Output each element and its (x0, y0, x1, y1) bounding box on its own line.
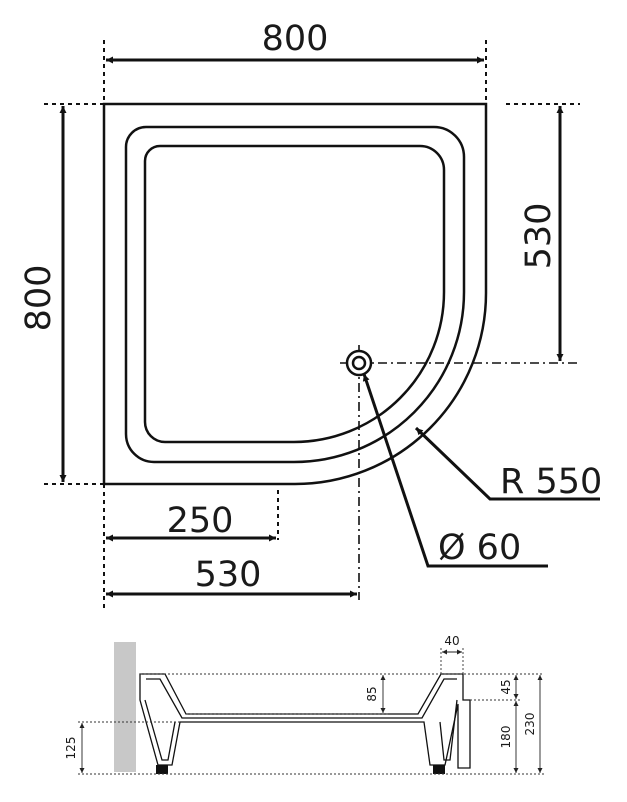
side-view: 40 85 45 180 230 125 (64, 634, 544, 775)
tray-section-inner (146, 678, 457, 719)
label-40: 40 (444, 634, 459, 648)
label-45: 45 (499, 679, 513, 694)
drain-outer-ring (345, 349, 373, 377)
label-180: 180 (499, 726, 513, 749)
tray-section-outer (139, 673, 471, 769)
leader-drain (362, 373, 548, 568)
foot-left (156, 765, 168, 774)
label-530-right: 530 (519, 203, 559, 270)
tray-rim-inner (143, 144, 446, 444)
wall (114, 642, 136, 772)
leader-radius (414, 426, 600, 501)
label-530-bottom: 530 (195, 555, 262, 595)
tray-leg-right (439, 699, 458, 761)
tray-rim-outer (124, 125, 466, 464)
label-drain: Ø 60 (438, 528, 521, 568)
label-230: 230 (523, 713, 537, 736)
label-250: 250 (167, 501, 234, 541)
label-height: 800 (19, 265, 59, 332)
tray-outline (102, 102, 488, 486)
tray-leg-left (144, 699, 176, 761)
top-view: 800 800 530 250 530 R 550 Ø 60 (19, 19, 602, 608)
label-width: 800 (262, 19, 329, 59)
foot-right (433, 765, 445, 774)
label-radius: R 550 (500, 462, 602, 502)
drain-inner-ring (351, 355, 367, 371)
label-85: 85 (365, 686, 379, 701)
label-125: 125 (64, 737, 78, 760)
